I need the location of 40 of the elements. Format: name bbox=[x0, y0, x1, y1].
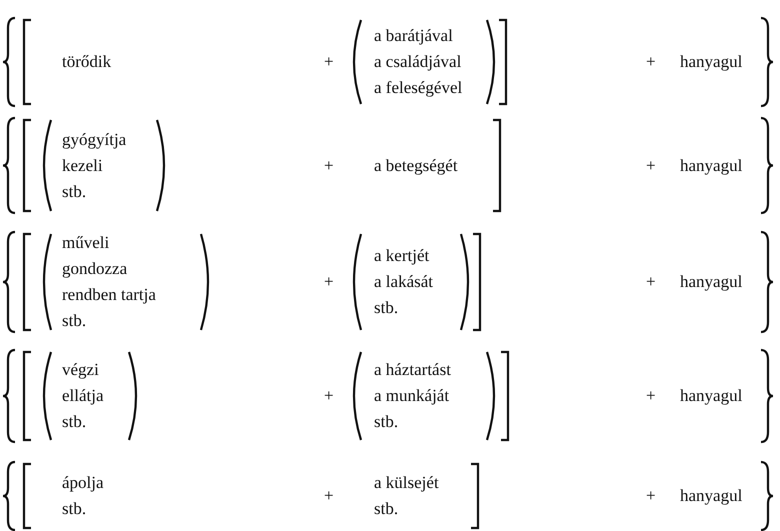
word: stb. bbox=[62, 310, 86, 332]
plus-sign: + bbox=[646, 385, 656, 407]
word: ápolja bbox=[62, 472, 104, 494]
word: a munkáját bbox=[374, 385, 450, 407]
plus-sign: + bbox=[646, 271, 656, 293]
word: stb. bbox=[374, 411, 398, 433]
word: gondozza bbox=[62, 258, 128, 280]
word: ellátja bbox=[62, 385, 104, 407]
word: stb. bbox=[62, 411, 86, 433]
word: törődik bbox=[62, 51, 112, 73]
plus-sign: + bbox=[324, 385, 334, 407]
word: a családjával bbox=[374, 51, 462, 73]
word: stb. bbox=[374, 498, 398, 520]
plus-sign: + bbox=[324, 271, 334, 293]
word: a háztartást bbox=[374, 359, 451, 381]
word: hanyagul bbox=[680, 385, 742, 407]
word: stb. bbox=[62, 498, 86, 520]
word: a kertjét bbox=[374, 245, 430, 267]
plus-sign: + bbox=[324, 485, 334, 507]
plus-sign: + bbox=[324, 51, 334, 73]
plus-sign: + bbox=[646, 485, 656, 507]
word: műveli bbox=[62, 232, 110, 254]
word: stb. bbox=[374, 297, 398, 319]
word: a lakását bbox=[374, 271, 433, 293]
word: végzi bbox=[62, 359, 99, 381]
word: hanyagul bbox=[680, 51, 742, 73]
plus-sign: + bbox=[646, 51, 656, 73]
word: rendben tartja bbox=[62, 284, 156, 306]
word: a külsejét bbox=[374, 472, 439, 494]
word: a betegségét bbox=[374, 154, 458, 176]
word: a feleségével bbox=[374, 77, 462, 99]
word: hanyagul bbox=[680, 485, 742, 507]
word: a barátjával bbox=[374, 25, 453, 47]
word: hanyagul bbox=[680, 271, 742, 293]
plus-sign: + bbox=[646, 154, 656, 176]
word: hanyagul bbox=[680, 154, 742, 176]
plus-sign: + bbox=[324, 154, 334, 176]
word: stb. bbox=[62, 180, 86, 202]
word: gyógyítja bbox=[62, 128, 126, 150]
word: kezeli bbox=[62, 154, 103, 176]
